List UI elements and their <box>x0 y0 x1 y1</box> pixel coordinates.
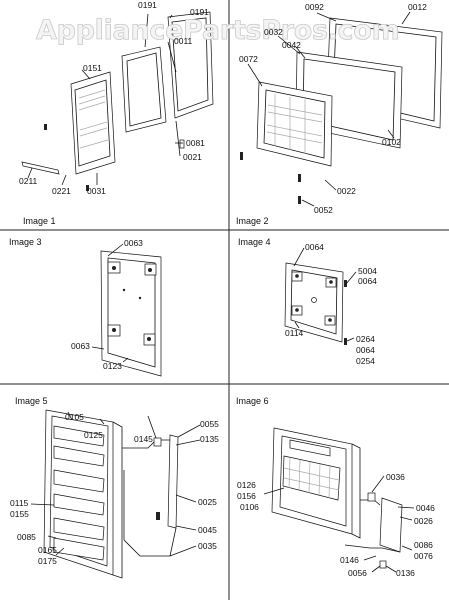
part-label: 0063 <box>124 238 143 248</box>
panel-4-caption: Image 4 <box>238 237 271 247</box>
panel-image-1 <box>21 11 214 191</box>
part-label: 0105 <box>65 412 84 422</box>
part-label: 0115 <box>10 498 29 508</box>
panel-image-2 <box>240 11 443 207</box>
part-label: 5004 <box>358 266 377 276</box>
part-label: 0036 <box>386 472 405 482</box>
part-label: 0151 <box>83 63 102 73</box>
freezer-basket <box>282 439 341 501</box>
panel-2-caption: Image 2 <box>236 216 269 226</box>
part-label: 0052 <box>314 205 333 215</box>
part-label: 0045 <box>198 525 217 535</box>
door-bins <box>53 425 105 561</box>
panel-image-5 <box>30 409 201 579</box>
panel-1-caption: Image 1 <box>23 216 56 226</box>
part-label: 0085 <box>17 532 36 542</box>
part-label: 0146 <box>340 555 359 565</box>
part-label: 0136 <box>396 568 415 578</box>
part-label: 0114 <box>285 328 304 338</box>
part-label: 0123 <box>103 361 122 371</box>
part-label: 0064 <box>305 242 324 252</box>
part-label: 0092 <box>305 2 324 12</box>
part-label: 0025 <box>198 497 217 507</box>
part-label: 0026 <box>414 516 433 526</box>
part-label: 0064 <box>356 345 375 355</box>
part-label: 0135 <box>200 434 219 444</box>
part-label: 0086 <box>414 540 433 550</box>
part-label: 0042 <box>282 40 301 50</box>
panel-6-caption: Image 6 <box>236 396 269 406</box>
freezer-liner <box>256 81 333 167</box>
door-handle <box>167 434 179 529</box>
part-label: 0106 <box>240 502 259 512</box>
part-label: 0012 <box>408 2 427 12</box>
part-label: 0076 <box>414 551 433 561</box>
panel-5-caption: Image 5 <box>15 396 48 406</box>
panel-image-3 <box>91 243 162 377</box>
part-label: 0211 <box>19 176 38 186</box>
part-label: 0011 <box>174 36 193 46</box>
site-watermark: AppliancePartsPros.com <box>36 15 399 46</box>
part-label: 0031 <box>87 186 106 196</box>
part-label: 0126 <box>237 480 256 490</box>
part-label: 0102 <box>382 137 401 147</box>
part-label: 0055 <box>200 419 219 429</box>
panel-3-caption: Image 3 <box>9 237 42 247</box>
part-label: 0046 <box>416 503 435 513</box>
part-label: 0032 <box>264 27 283 37</box>
part-label: 0156 <box>237 491 256 501</box>
part-label: 0145 <box>134 434 153 444</box>
part-label: 0254 <box>356 356 375 366</box>
part-label: 0056 <box>348 568 367 578</box>
part-label: 0264 <box>356 334 375 344</box>
part-label: 0064 <box>358 276 377 286</box>
part-label: 0175 <box>38 556 57 566</box>
part-label: 0022 <box>337 186 356 196</box>
part-label: 0191 <box>138 0 157 10</box>
door-liner <box>70 71 116 175</box>
handle-bar <box>21 161 60 175</box>
panel-image-4 <box>284 247 357 345</box>
part-label: 0035 <box>198 541 217 551</box>
part-label: 0155 <box>10 509 29 519</box>
part-label: 0072 <box>239 54 258 64</box>
panel-image-6 <box>263 427 415 573</box>
part-label: 0221 <box>52 186 71 196</box>
part-label: 0063 <box>71 341 90 351</box>
part-label: 0125 <box>84 430 103 440</box>
door-frame-outer <box>167 11 214 119</box>
part-label: 0021 <box>183 152 202 162</box>
part-label: 0165 <box>38 545 57 555</box>
part-label: 0191 <box>190 7 209 17</box>
door-gasket <box>121 46 167 133</box>
part-label: 0081 <box>186 138 205 148</box>
